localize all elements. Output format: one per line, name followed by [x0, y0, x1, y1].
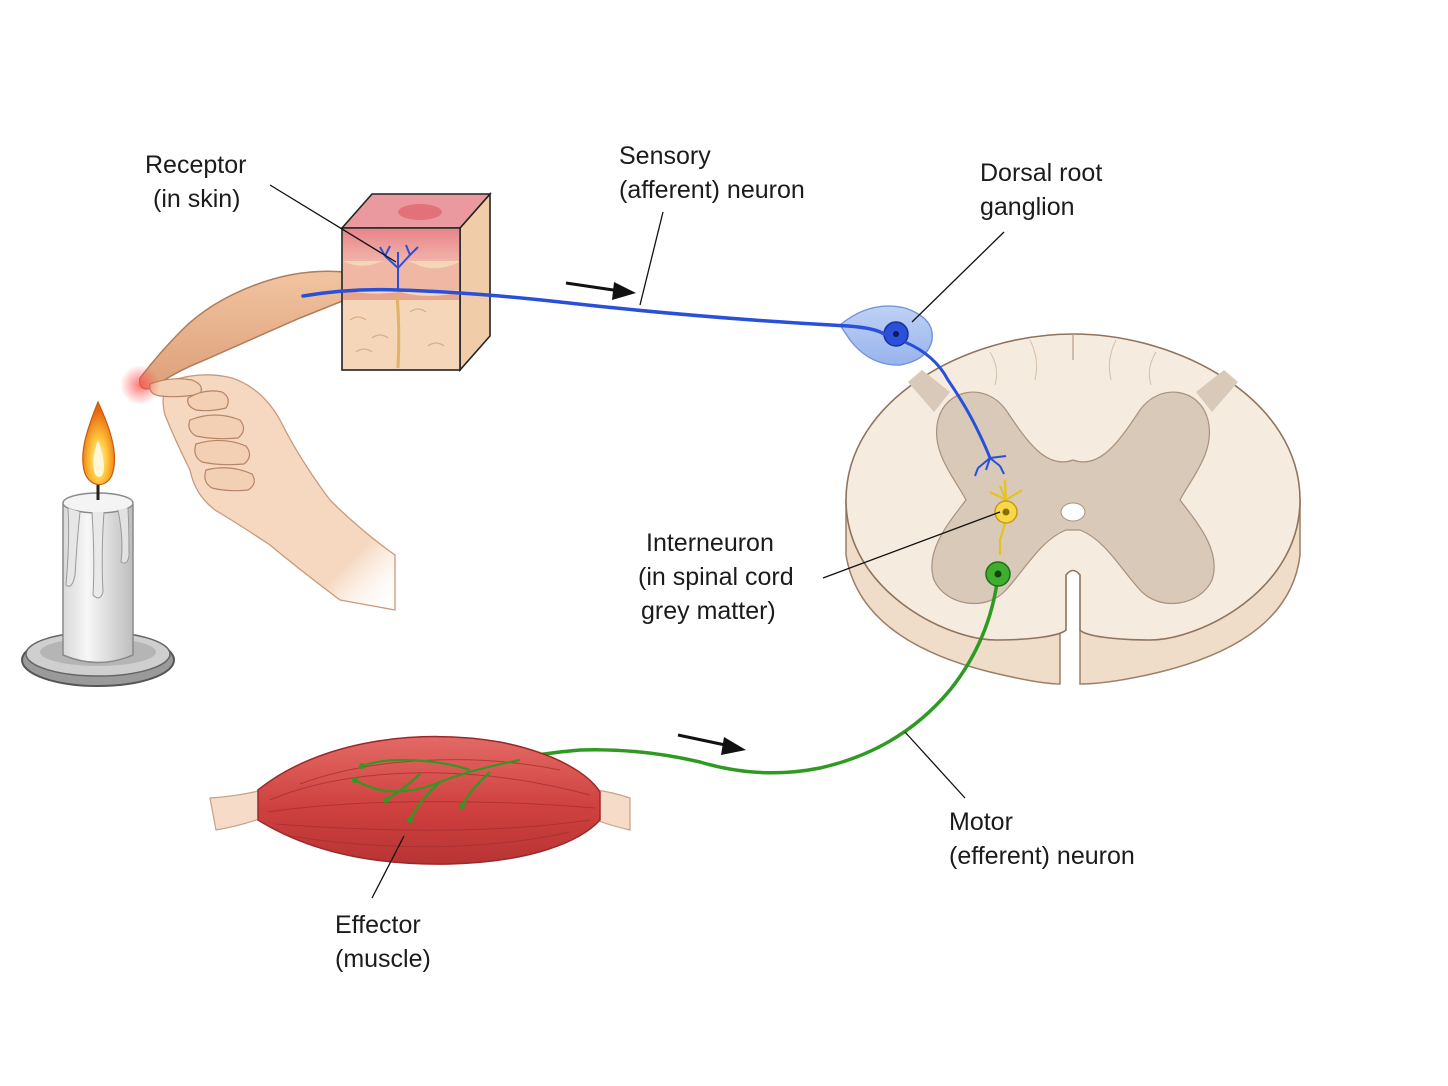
muscle-icon [209, 735, 631, 865]
dorsal-root-ganglion-icon [839, 305, 933, 366]
effector-leader [371, 835, 405, 899]
label-receptor: Receptor (in skin) [145, 148, 246, 216]
label-dorsal-root-ganglion: Dorsal root ganglion [980, 156, 1102, 224]
label-motor-line2: (efferent) neuron [949, 842, 1135, 870]
label-sensory-line1: Sensory [619, 142, 711, 170]
label-sensory-line2: (afferent) neuron [619, 176, 805, 204]
label-motor-neuron: Motor (efferent) neuron [949, 805, 1135, 873]
label-sensory-neuron: Sensory (afferent) neuron [619, 139, 805, 207]
direction-arrow-icon [565, 281, 636, 300]
sensory-neuron [301, 287, 1007, 477]
label-receptor-line1: Receptor [145, 151, 247, 179]
label-ganglion-line1: Dorsal root [980, 159, 1103, 187]
leader-lines [269, 184, 1005, 899]
label-ganglion-line2: ganglion [980, 193, 1075, 221]
ganglion-leader [911, 231, 1005, 323]
motor-leader [904, 731, 966, 799]
interneuron-leader [822, 511, 1001, 579]
label-receptor-line2: (in skin) [153, 185, 241, 213]
label-effector-line2: (muscle) [335, 945, 431, 973]
label-motor-line1: Motor [949, 808, 1013, 836]
label-interneuron-line1: Interneuron [646, 529, 774, 557]
label-effector: Effector (muscle) [335, 908, 431, 976]
hand-icon [120, 270, 396, 611]
spinal-cord-icon [845, 333, 1301, 685]
flame-icon [82, 400, 116, 486]
label-effector-line1: Effector [335, 911, 421, 939]
label-interneuron-line2: (in spinal cord [638, 563, 794, 591]
motor-neuron [468, 561, 1011, 775]
label-interneuron-line3: grey matter) [641, 597, 776, 625]
skin-block-icon [340, 191, 492, 373]
candle-icon [21, 478, 175, 687]
sensory-leader [639, 211, 664, 306]
label-interneuron: Interneuron (in spinal cord grey matter) [638, 526, 794, 628]
receptor-leader [269, 184, 397, 263]
direction-arrow-icon [677, 733, 746, 755]
interneuron [989, 479, 1023, 555]
